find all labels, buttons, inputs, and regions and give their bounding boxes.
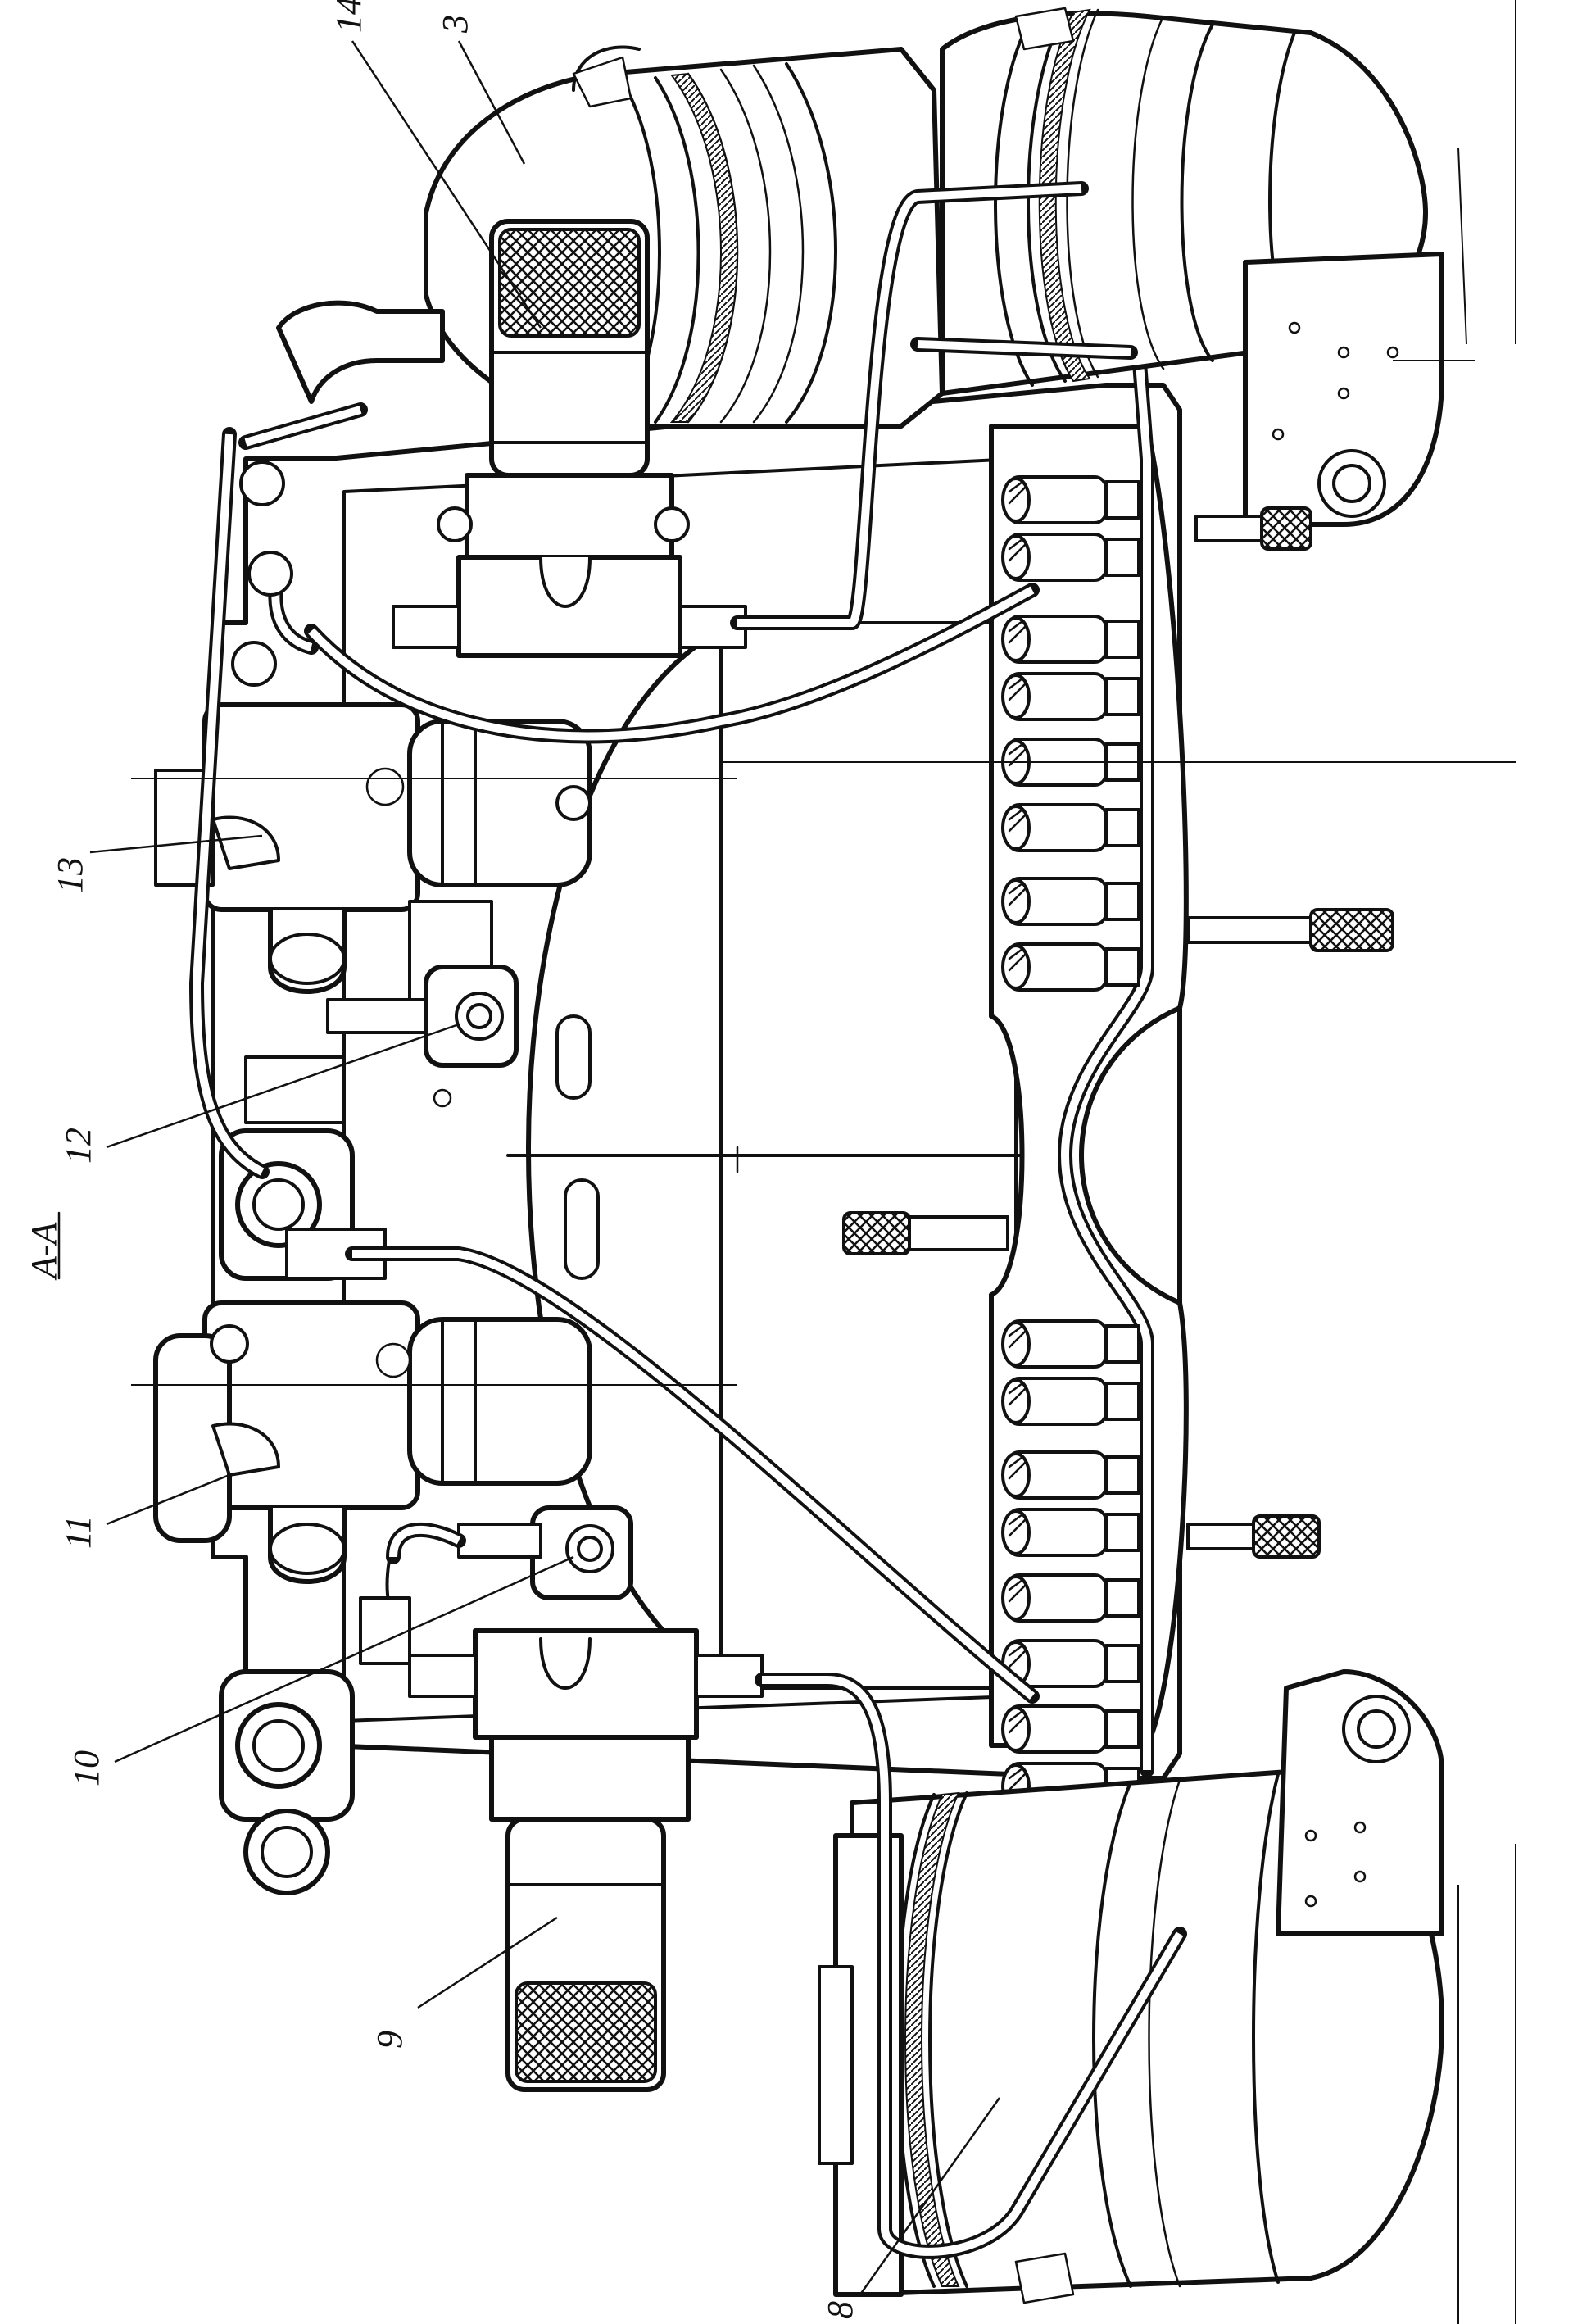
callout-text-13: 13 xyxy=(50,857,90,893)
callout-text-8: 8 xyxy=(820,2301,860,2319)
nozzle xyxy=(1001,615,1140,664)
callout-9: 9 xyxy=(369,1916,558,2049)
callout-13: 13 xyxy=(50,834,263,893)
callout-12: 12 xyxy=(58,1023,460,1164)
top-left-elbow xyxy=(231,300,445,687)
valve-10 xyxy=(359,1505,633,1665)
nozzle xyxy=(1001,1377,1140,1426)
nozzle xyxy=(1001,1573,1140,1623)
callout-14: 14 xyxy=(329,0,542,329)
panel-ports xyxy=(555,1014,600,1280)
piping xyxy=(189,181,1187,2259)
callout-text-9: 9 xyxy=(369,2031,410,2049)
nozzle xyxy=(1001,475,1140,524)
callout-11: 11 xyxy=(58,1473,230,1549)
nozzle xyxy=(1001,1319,1140,1369)
callout-10: 10 xyxy=(66,1555,574,1786)
top-right-bracket xyxy=(1243,252,1444,527)
callout-text-3: 3 xyxy=(435,15,475,34)
reference-lines xyxy=(131,0,1516,2324)
bottom-right-bracket xyxy=(1276,1669,1444,1936)
callout-text-11: 11 xyxy=(58,1515,98,1549)
nozzle xyxy=(1001,942,1140,992)
nozzle xyxy=(1001,1508,1140,1557)
nozzle xyxy=(1001,1639,1140,1688)
nozzle xyxy=(1001,533,1140,582)
nozzle xyxy=(1001,672,1140,721)
section-label-text: A-A xyxy=(24,1221,64,1281)
nozzle xyxy=(1001,803,1140,852)
pump-11 xyxy=(153,1300,592,1584)
callout-text-10: 10 xyxy=(66,1750,107,1786)
nozzle xyxy=(1001,1450,1140,1500)
section-label: A-A xyxy=(24,1211,64,1281)
nozzle xyxy=(1001,877,1140,926)
valve-12 xyxy=(244,900,519,1124)
callout-text-14: 14 xyxy=(329,0,369,33)
callout-3: 3 xyxy=(435,15,526,165)
callout-text-12: 12 xyxy=(58,1128,98,1164)
callout-8: 8 xyxy=(820,2097,1001,2319)
manifold-rail xyxy=(1058,345,1154,1777)
nozzle-group xyxy=(1001,475,1140,1811)
side-fittings xyxy=(842,506,1394,1559)
lower-left-boss xyxy=(219,1669,355,1895)
nozzle xyxy=(1001,1704,1140,1754)
